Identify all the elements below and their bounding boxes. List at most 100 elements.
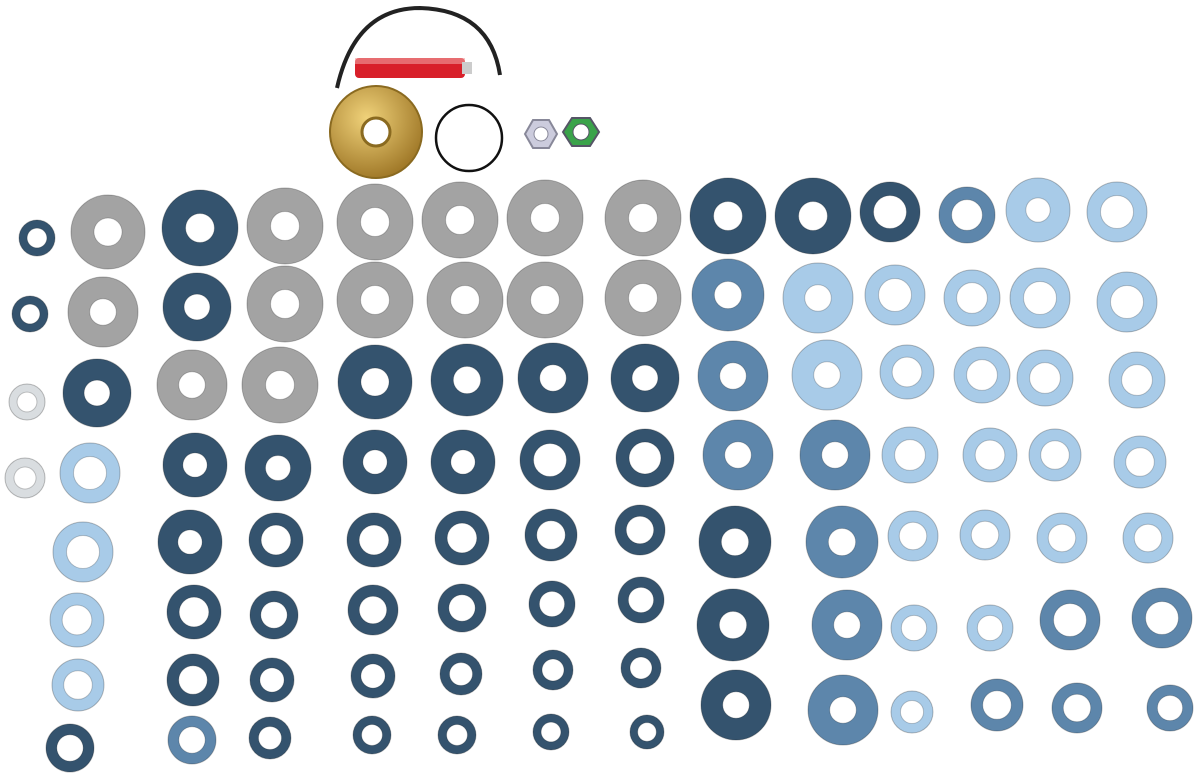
- washer: [938, 186, 996, 244]
- washer: [156, 349, 228, 421]
- washer: [811, 589, 883, 661]
- washer: [51, 658, 105, 712]
- washer: [629, 714, 665, 750]
- washer: [421, 181, 499, 259]
- washer: [248, 512, 304, 568]
- washer: [49, 592, 105, 648]
- washer: [430, 343, 504, 417]
- brass-piston: [329, 85, 423, 179]
- washer: [1036, 512, 1088, 564]
- washer: [342, 429, 408, 495]
- washer: [1005, 177, 1071, 243]
- washer: [953, 346, 1011, 404]
- washer: [962, 427, 1018, 483]
- washer: [8, 383, 46, 421]
- washer: [696, 588, 770, 662]
- washer: [691, 258, 765, 332]
- washer: [698, 505, 772, 579]
- washer: [697, 340, 769, 412]
- washer: [4, 457, 46, 499]
- washer: [70, 194, 146, 270]
- washer: [859, 181, 921, 243]
- washer: [1131, 587, 1193, 649]
- washer: [615, 428, 675, 488]
- washer: [167, 715, 217, 765]
- washer: [1016, 349, 1074, 407]
- washer: [52, 521, 114, 583]
- washer-grid: [4, 177, 1194, 773]
- washer: [702, 419, 774, 491]
- washer: [18, 219, 56, 257]
- washer: [248, 716, 292, 760]
- washer: [1028, 428, 1082, 482]
- washer: [249, 590, 299, 640]
- washer: [439, 652, 483, 696]
- washer: [336, 183, 414, 261]
- washer: [1086, 181, 1148, 243]
- washer: [782, 262, 854, 334]
- washer: [700, 669, 772, 741]
- spring-clip: [335, 5, 502, 89]
- washer: [45, 723, 95, 773]
- washer: [166, 584, 222, 640]
- washer: [157, 509, 223, 575]
- washer: [864, 264, 926, 326]
- washer: [528, 580, 576, 628]
- washer: [966, 604, 1014, 652]
- washer: [1096, 271, 1158, 333]
- washer: [352, 715, 392, 755]
- washer: [791, 339, 863, 411]
- washer: [337, 344, 413, 420]
- washer: [617, 576, 665, 624]
- washer: [890, 690, 934, 734]
- washer: [162, 432, 228, 498]
- washer: [59, 442, 121, 504]
- washer: [881, 426, 939, 484]
- washer: [890, 604, 938, 652]
- washer: [604, 259, 682, 337]
- hex-nut-silver: [523, 119, 559, 149]
- washer: [11, 295, 49, 333]
- washer: [799, 419, 871, 491]
- hex-nut-green: [561, 117, 601, 147]
- washer: [1051, 682, 1103, 734]
- washer: [620, 647, 662, 689]
- washer: [805, 505, 879, 579]
- grease-tube: [355, 58, 472, 78]
- washer: [610, 343, 680, 413]
- washer: [532, 649, 574, 691]
- washer: [346, 512, 402, 568]
- washer: [1113, 435, 1167, 489]
- washer: [506, 179, 584, 257]
- washer: [807, 674, 879, 746]
- washer: [246, 265, 324, 343]
- washer: [517, 342, 589, 414]
- washer: [1039, 589, 1101, 651]
- washer: [959, 509, 1011, 561]
- washer: [437, 715, 477, 755]
- washer: [524, 508, 578, 562]
- washer: [336, 261, 414, 339]
- washer: [350, 653, 396, 699]
- washer: [532, 713, 570, 751]
- washer: [430, 429, 496, 495]
- washer: [943, 269, 1001, 327]
- washer: [162, 272, 232, 342]
- washer: [437, 583, 487, 633]
- washer: [1108, 351, 1166, 409]
- washer: [1146, 684, 1194, 732]
- washer: [1009, 267, 1071, 329]
- washer: [244, 434, 312, 502]
- washer: [970, 678, 1024, 732]
- washer: [774, 177, 852, 255]
- washer: [879, 344, 935, 400]
- washer: [506, 261, 584, 339]
- washer: [519, 429, 581, 491]
- washer: [689, 177, 767, 255]
- washer: [434, 510, 490, 566]
- washer: [241, 346, 319, 424]
- washer: [426, 261, 504, 339]
- washer: [166, 653, 220, 707]
